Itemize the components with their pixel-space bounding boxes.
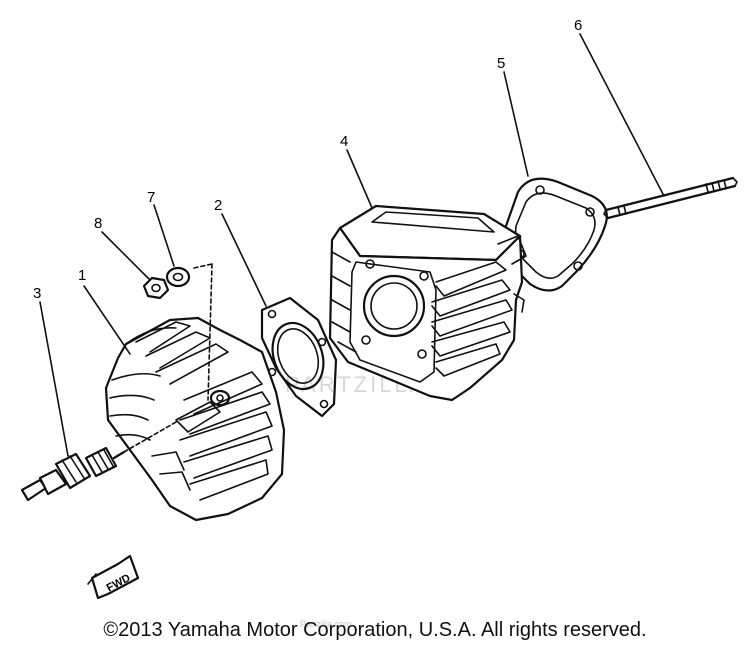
assembly-lines bbox=[123, 263, 213, 453]
fwd-direction-mark: FWD bbox=[87, 554, 140, 600]
part-8-nut bbox=[142, 276, 170, 300]
part-4-cylinder bbox=[328, 204, 527, 402]
part-2-head-gasket bbox=[260, 296, 338, 418]
leader-lines bbox=[39, 33, 665, 457]
callout-1[interactable]: 1 bbox=[78, 267, 86, 284]
callout-6[interactable]: 6 bbox=[574, 17, 582, 34]
callout-4[interactable]: 4 bbox=[340, 133, 348, 150]
part-1-cylinder-head bbox=[104, 316, 286, 522]
watermark: PARTZILLA Partzilla.com bbox=[285, 372, 424, 629]
callout-7[interactable]: 7 bbox=[147, 189, 155, 206]
part-3-spark-plug bbox=[20, 446, 126, 502]
callout-2[interactable]: 2 bbox=[214, 197, 222, 214]
watermark-small-text: Partzilla.com bbox=[300, 619, 352, 629]
callout-3[interactable]: 3 bbox=[33, 285, 41, 302]
callout-labels: 1 2 3 4 5 6 7 8 bbox=[33, 17, 582, 302]
copyright-notice: ©2013 Yamaha Motor Corporation, U.S.A. A… bbox=[103, 619, 647, 641]
callout-5[interactable]: 5 bbox=[497, 55, 505, 72]
part-7-washer bbox=[165, 266, 191, 288]
callout-8[interactable]: 8 bbox=[94, 215, 102, 232]
part-6-stud-bolt bbox=[603, 176, 738, 220]
